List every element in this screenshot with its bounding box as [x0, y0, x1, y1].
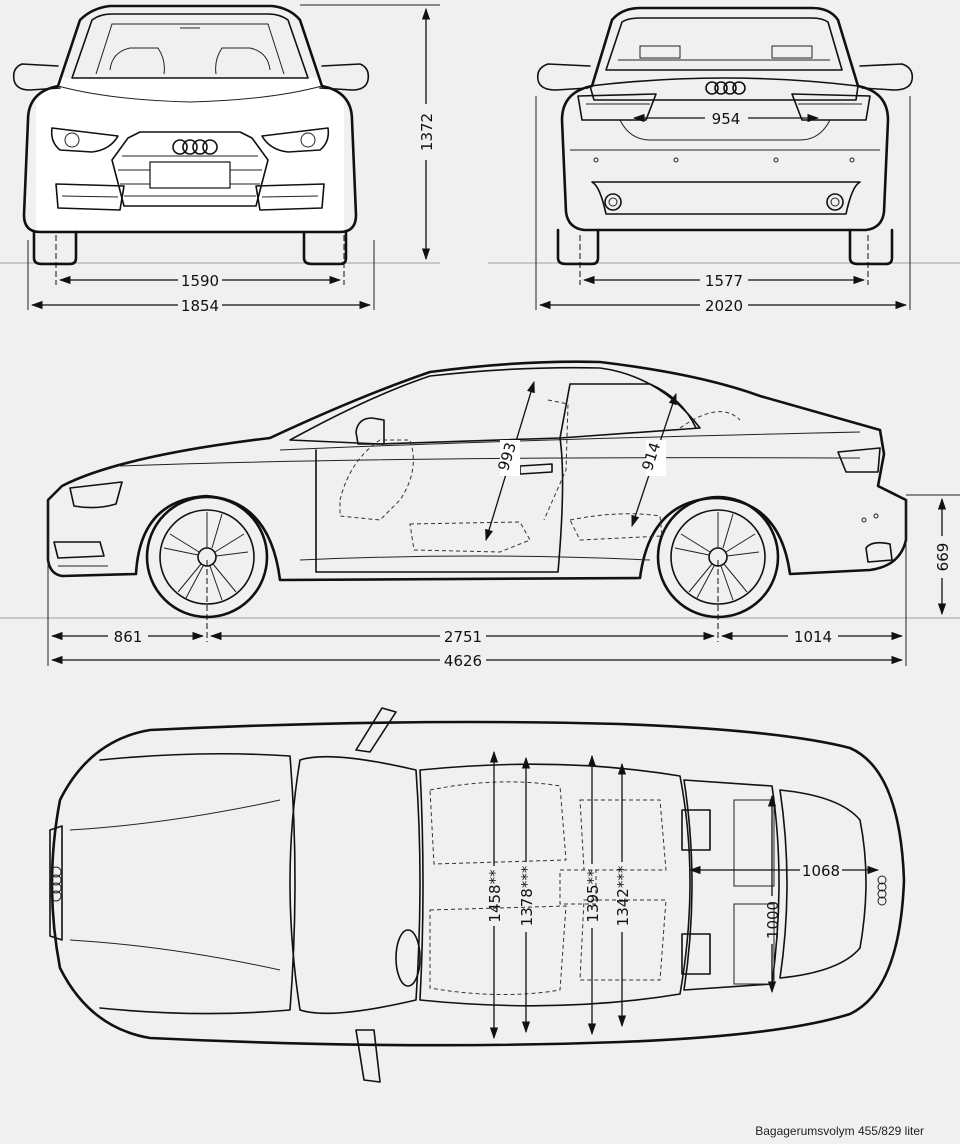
audi-rings-icon: [172, 139, 218, 155]
overall-width-dimension: 1854: [181, 297, 219, 315]
rear-shoulder-width-dimension: 1395**: [584, 869, 602, 923]
audi-rings-icon: [877, 875, 887, 906]
trunk-length-dimension: 1068: [802, 862, 840, 880]
front-overhang-dimension: 861: [114, 628, 143, 646]
front-elbow-width-dimension: 1378***: [518, 865, 536, 926]
height-dimension: 1372: [418, 113, 436, 151]
top-view: 1458** 1378*** 1395** 1342*** 1068 1000: [49, 707, 906, 1083]
loading-sill-height-dimension: 669: [934, 543, 952, 572]
rear-track-dimension: 1577: [705, 272, 743, 290]
overall-length-dimension: 4626: [444, 652, 482, 670]
luggage-volume-caption: Bagagerumsvolym 455/829 liter: [755, 1124, 924, 1138]
trunk-opening-width-dimension: 954: [712, 110, 741, 128]
width-incl-mirrors-dimension: 2020: [705, 297, 743, 315]
front-track-dimension: 1590: [181, 272, 219, 290]
wheelbase-dimension: 2751: [444, 628, 482, 646]
rear-overhang-dimension: 1014: [794, 628, 832, 646]
front-view: 1590 1854 1372: [0, 4, 440, 315]
rear-elbow-width-dimension: 1342***: [614, 865, 632, 926]
audi-rings-icon: [50, 866, 62, 902]
audi-rings-icon: [705, 81, 746, 95]
rear-view: 954 1577 2020: [488, 6, 960, 315]
front-shoulder-width-dimension: 1458**: [486, 869, 504, 923]
trunk-width-dimension: 1000: [764, 901, 782, 939]
side-view: 993 914 669 861 2751 1014 4626: [0, 360, 960, 670]
